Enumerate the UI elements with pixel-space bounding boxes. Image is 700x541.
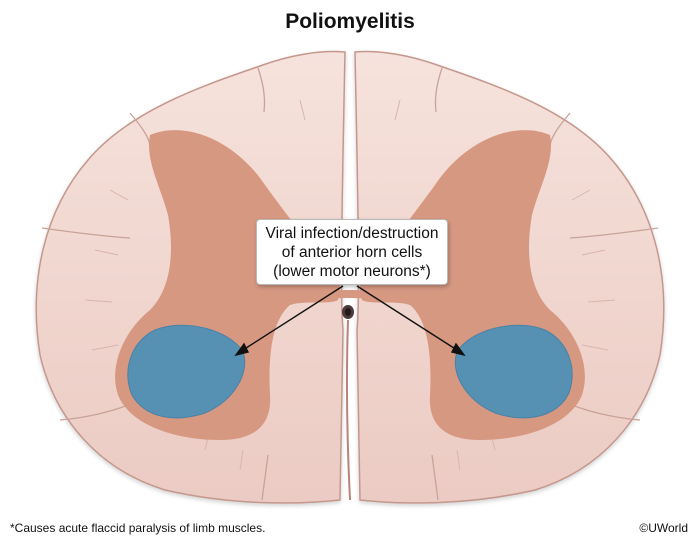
callout-arrows [234, 285, 466, 357]
lesion-left-anterior-horn [127, 324, 246, 419]
white-matter-sulci [41, 67, 659, 501]
gray-commissure [290, 290, 410, 305]
callout-line-2: of anterior horn cells [281, 243, 423, 261]
lesion-right-anterior-horn [454, 324, 573, 419]
copyright: ©UWorld [639, 521, 688, 535]
diagram-title: Poliomyelitis [285, 10, 415, 33]
central-canal-lumen [345, 308, 351, 316]
callout-line-3: (lower motor neurons*) [273, 262, 431, 280]
anterior-median-fissure [345, 319, 351, 501]
callout-box: Viral infection/destruction of anterior … [256, 219, 448, 285]
footnote: *Causes acute flaccid paralysis of limb … [10, 521, 266, 535]
callout-line-1: Viral infection/destruction [265, 224, 439, 242]
